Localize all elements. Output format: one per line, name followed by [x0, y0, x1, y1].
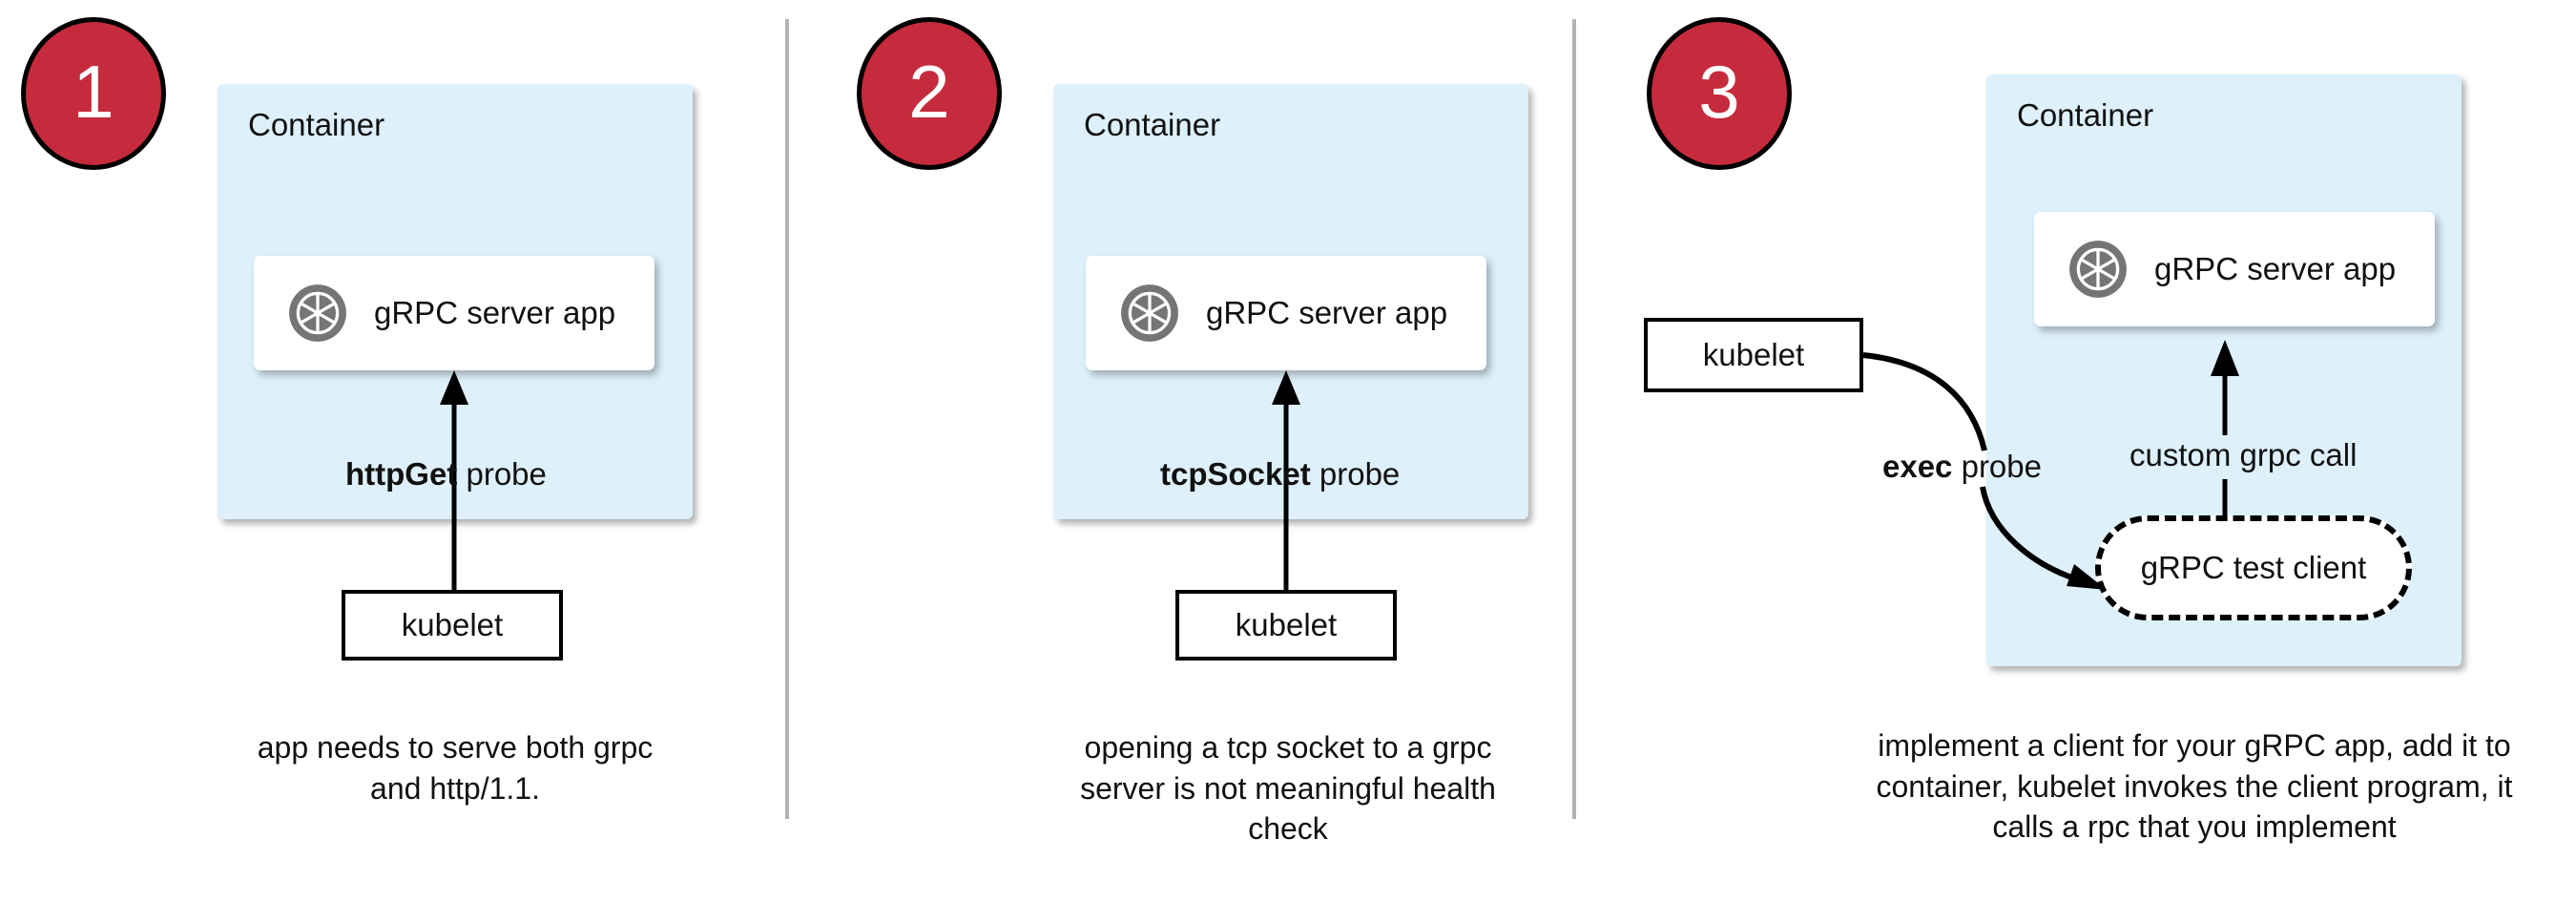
panel-caption-3: implement a client for your gRPC app, ad… [1876, 728, 2513, 845]
grpc-test-client-label: gRPC test client [2140, 550, 2367, 585]
kubelet-box-2: kubelet [1175, 590, 1397, 661]
grpc-server-app-label: gRPC server app [1206, 295, 1448, 330]
container-label: Container [1084, 107, 1221, 142]
grpc-server-app-card-2: gRPC server app [1086, 256, 1486, 370]
step-badge-1: 1 [21, 17, 166, 170]
step-badge-2: 2 [857, 17, 1002, 170]
probe-label-rest: probe [1310, 456, 1401, 492]
kubelet-label: kubelet [1235, 607, 1338, 642]
container-label: Container [248, 107, 385, 142]
panel-divider-1 [785, 19, 789, 819]
custom-grpc-call-label: custom grpc call [2129, 437, 2358, 472]
step-badge-number: 2 [908, 50, 950, 134]
probe-label-1: httpGet probe [345, 456, 547, 493]
panel-caption-2: opening a tcp socket to a grpc server is… [1080, 730, 1496, 847]
grpc-test-client-node: gRPC test client [2095, 515, 2412, 620]
container-label: Container [2017, 97, 2154, 133]
probe-label-rest: probe [457, 456, 547, 492]
probe-label-2: tcpSocket probe [1160, 456, 1400, 493]
grpc-server-app-card-3: gRPC server app [2034, 212, 2435, 326]
kubelet-box-1: kubelet [342, 590, 563, 661]
step-badge-number: 1 [73, 50, 114, 134]
probe-label-bold: exec [1882, 449, 1953, 484]
probe-label-bold: tcpSocket [1160, 456, 1311, 492]
kubelet-box-3: kubelet [1644, 318, 1863, 392]
grpc-aperture-icon [2069, 241, 2127, 298]
step-badge-3: 3 [1647, 17, 1792, 170]
panel-divider-2 [1572, 19, 1576, 819]
grpc-aperture-icon [289, 284, 346, 342]
probe-label-bold: httpGet [345, 456, 458, 492]
grpc-aperture-icon [1121, 284, 1178, 342]
kubelet-label: kubelet [1702, 337, 1805, 372]
grpc-server-app-label: gRPC server app [374, 295, 616, 330]
panel-caption-1: app needs to serve both grpc and http/1.… [257, 730, 654, 806]
probe-label-rest: probe [1952, 449, 2042, 484]
grpc-server-app-label: gRPC server app [2154, 251, 2397, 286]
kubelet-label: kubelet [401, 607, 504, 642]
probe-label-3: exec probe [1882, 449, 2042, 485]
grpc-server-app-card-1: gRPC server app [254, 256, 654, 370]
step-badge-number: 3 [1698, 50, 1740, 134]
